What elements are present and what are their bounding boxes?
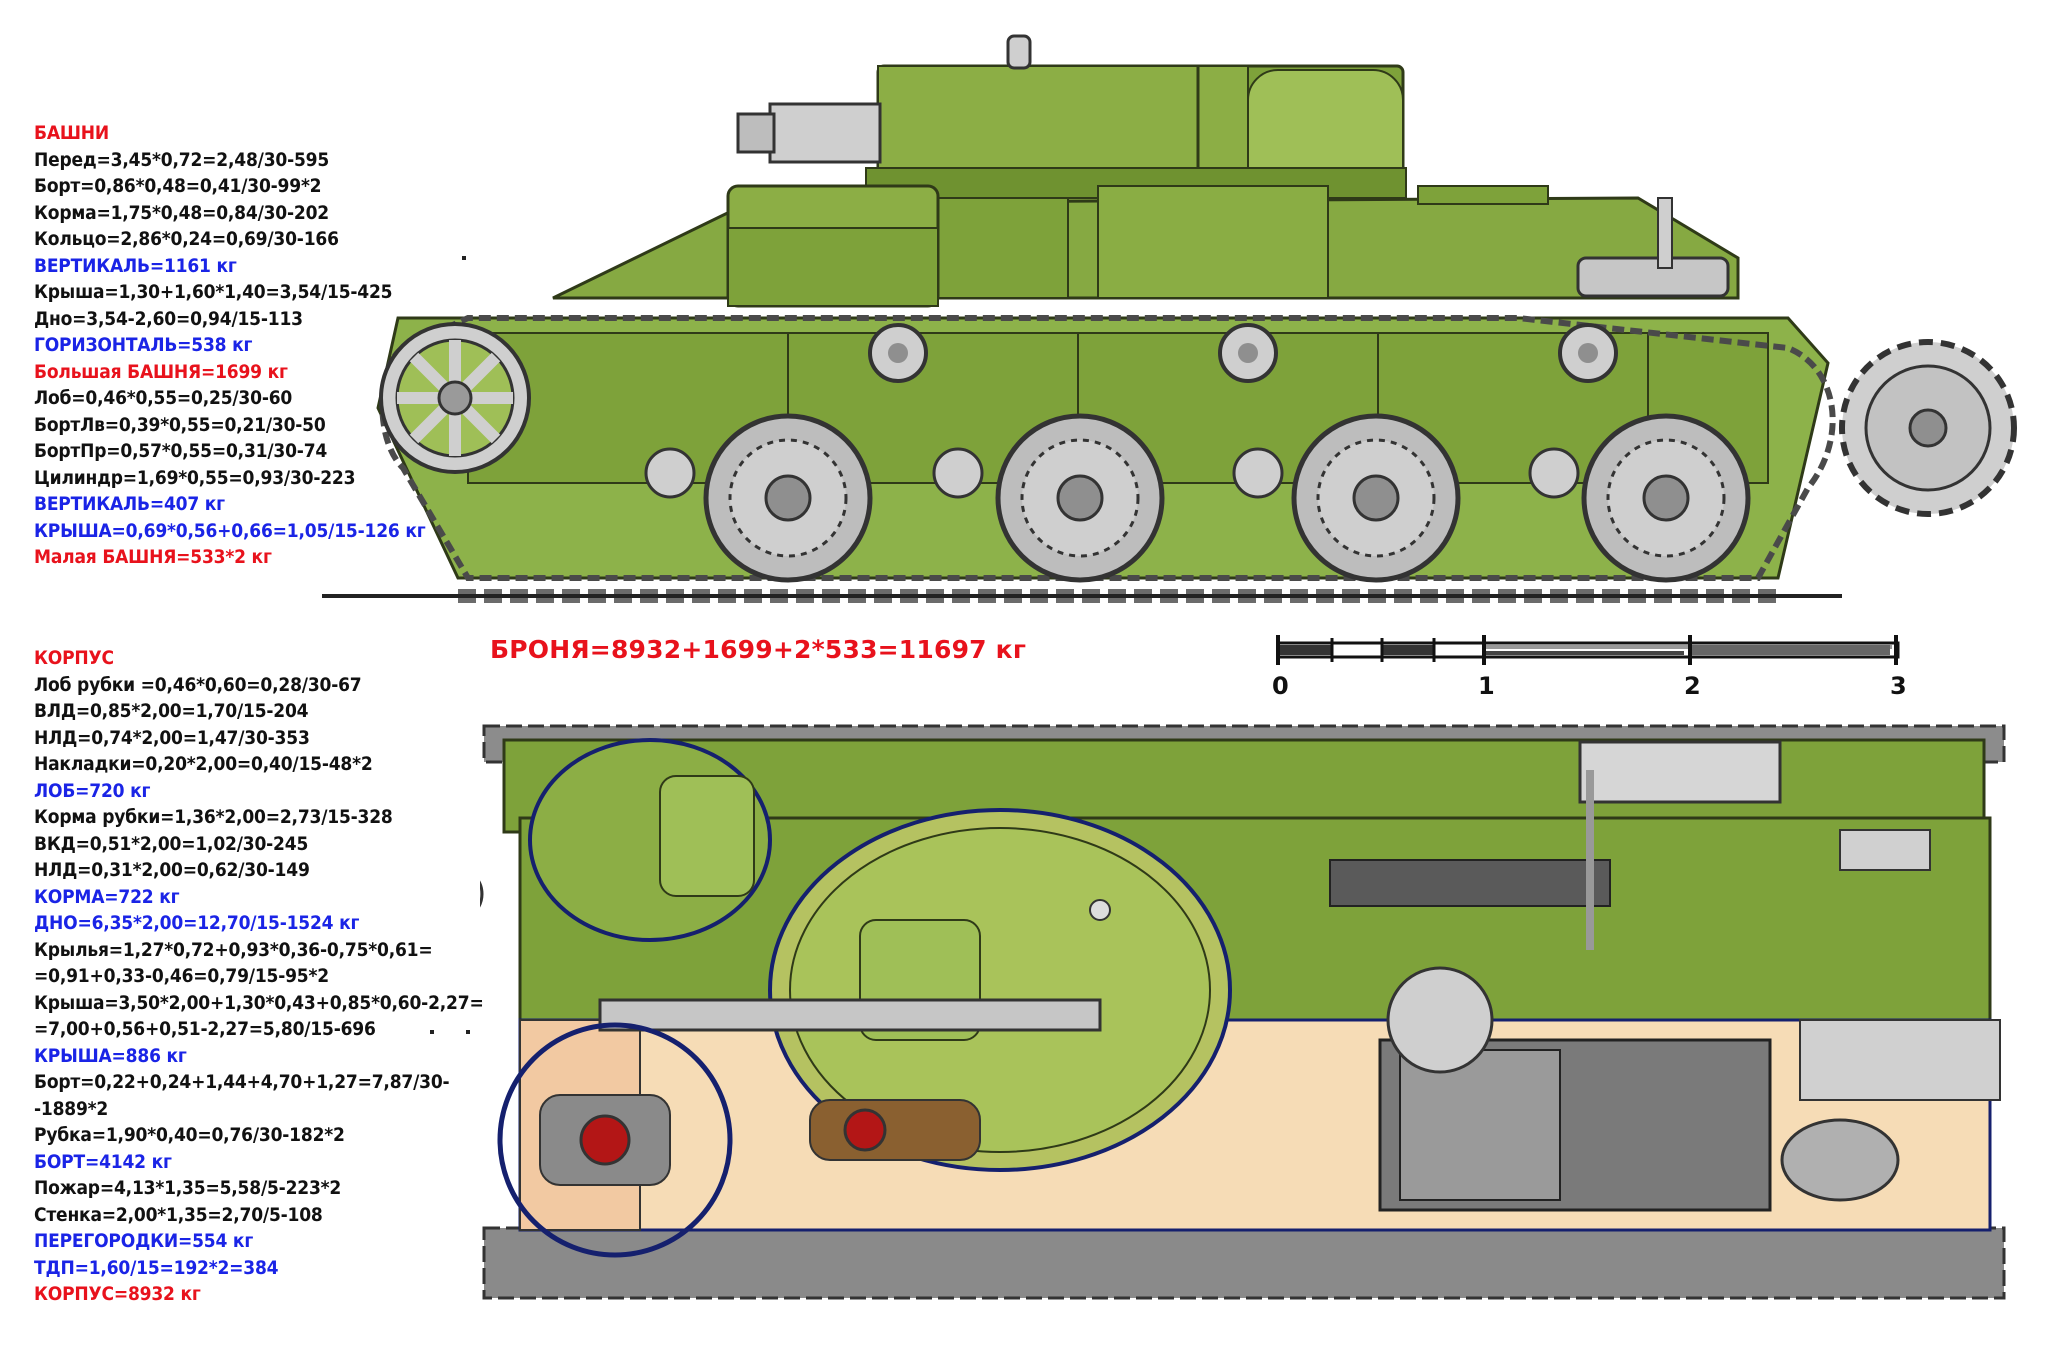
track-bottom-top-view [482,1226,2006,1300]
main-turret [736,34,1407,208]
hull-line-2: ВЛД=0,85*2,00=1,70/15-204 [34,700,309,722]
hull-line-15: КРЫША=886 кг [34,1044,187,1067]
main-turret-top [768,808,1232,1172]
decor-dot [466,1030,470,1034]
hull-line-1: Лоб рубки =0,46*0,60=0,28/30-67 [34,673,362,696]
road-wheels [703,413,1751,583]
hull-line-20: Пожар=4,13*1,35=5,58/5-223*2 [34,1177,342,1199]
turrets-line-16: Малая БАШНЯ=533*2 кг [34,546,272,568]
decor-dot [462,256,466,260]
idler-wheel [379,322,531,474]
turrets-line-3: Корма=1,75*0,48=0,84/30-202 [34,201,329,224]
hull-line-16: Борт=0,22+0,24+1,44+4,70+1,27=7,87/30- [34,1071,450,1093]
hull-line-12: =0,91+0,33-0,46=0,79/15-95*2 [34,965,329,987]
turrets-line-13: Цилиндр=1,69*0,55=0,93/30-223 [34,466,356,489]
engine-vent [1329,859,1611,907]
hull-line-22: ПЕРЕГОРОДКИ=554 кг [34,1230,254,1252]
ammo-rack [497,1022,981,1258]
hull-line-13: Крыша=3,50*2,00+1,30*0,43+0,85*0,60-2,27… [34,991,484,1014]
turrets-line-6: Крыша=1,30+1,60*1,40=3,54/15-425 [34,281,393,303]
hull-line-18: Рубка=1,90*0,40=0,76/30-182*2 [34,1124,345,1146]
hull-line-4: Накладки=0,20*2,00=0,40/15-48*2 [34,753,373,775]
scale-bar: 0 1 2 3 [1270,630,1910,700]
muffler [1578,740,1782,804]
armor-total-title: БРОНЯ=8932+1699+2*533=11697 кг [490,635,1027,664]
turrets-line-4: Кольцо=2,86*0,24=0,69/30-166 [34,228,339,250]
hull-line-0: КОРПУС [34,647,114,669]
hull-line-9: КОРМА=722 кг [34,885,180,908]
return-rollers [868,323,1618,383]
turrets-line-9: Большая БАШНЯ=1699 кг [34,360,288,383]
hull-line-7: ВКД=0,51*2,00=1,02/30-245 [34,832,309,855]
scale-label-0: 0 [1272,672,1289,700]
drive-sprocket [1839,339,2017,517]
turrets-line-7: Дно=3,54-2,60=0,94/15-113 [34,307,303,330]
scale-bar-graphic [1276,635,1900,665]
engine-block [1378,966,2001,1212]
main-gun-barrel [598,998,1102,1032]
hull-line-8: НЛД=0,31*2,00=0,62/30-149 [34,859,310,881]
hull-line-3: НЛД=0,74*2,00=1,47/30-353 [34,726,310,749]
hull-line-14: =7,00+0,56+0,51-2,27=5,80/15-696 [34,1018,376,1040]
turrets-line-8: ГОРИЗОНТАЛЬ=538 кг [34,334,253,356]
hull-line-17: -1889*2 [34,1097,109,1120]
hull-line-24: КОРПУС=8932 кг [34,1283,201,1305]
hull-line-19: БОРТ=4142 кг [34,1150,172,1173]
scale-label-2: 2 [1684,672,1701,700]
ground-line [322,594,1842,598]
hull-line-21: Стенка=2,00*1,35=2,70/5-108 [34,1203,323,1226]
turrets-line-10: Лоб=0,46*0,55=0,25/30-60 [34,387,293,409]
scale-label-1: 1 [1478,672,1495,700]
turrets-line-1: Перед=3,45*0,72=2,48/30-595 [34,148,330,171]
hull-line-23: ТДП=1,60/15=192*2=384 [34,1256,279,1279]
turrets-line-11: БортЛв=0,39*0,55=0,21/30-50 [34,413,326,436]
turrets-line-5: ВЕРТИКАЛЬ=1161 кг [34,254,237,277]
tank-top-view [480,724,2006,1300]
hull-line-6: Корма рубки=1,36*2,00=2,73/15-328 [34,806,393,828]
turrets-line-2: Борт=0,86*0,48=0,41/30-99*2 [34,175,322,197]
hull-line-11: Крылья=1,27*0,72+0,93*0,36-0,75*0,61= [34,938,433,961]
turrets-line-15: КРЫША=0,69*0,56+0,66=1,05/15-126 кг [34,519,426,542]
hull-line-10: ДНО=6,35*2,00=12,70/15-1524 кг [34,912,360,934]
decor-dot [430,1030,434,1034]
small-turret-top [480,738,772,942]
tank-side-view [376,34,2017,603]
suspension-rollers [644,447,1580,499]
hull-line-5: ЛОБ=720 кг [34,779,151,802]
turrets-line-14: ВЕРТИКАЛЬ=407 кг [34,493,225,515]
turrets-line-12: БортПр=0,57*0,55=0,31/30-74 [34,440,328,462]
small-turret [726,184,940,308]
scale-label-3: 3 [1890,672,1907,700]
turrets-line-0: БАШНИ [34,122,109,144]
